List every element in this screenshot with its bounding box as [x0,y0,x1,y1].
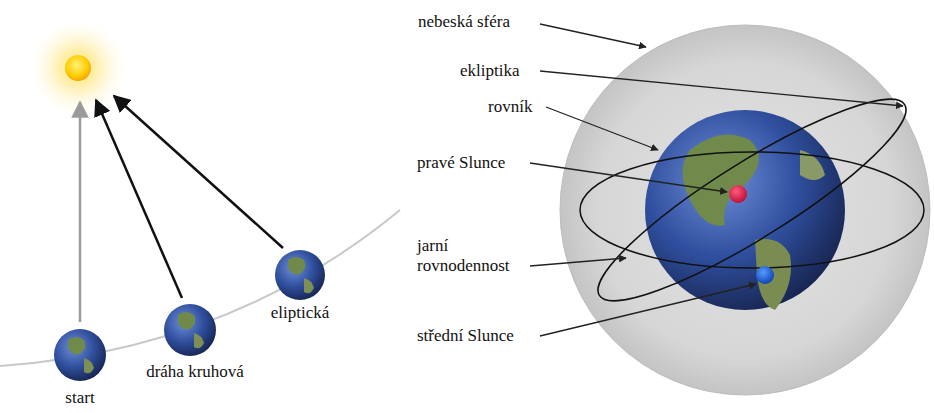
label: dráha kruhová [146,362,244,382]
continent [755,239,791,310]
label: ekliptika [460,61,519,81]
label: eliptická [271,303,330,323]
earth-globe [54,329,106,381]
earth-globe [645,110,845,310]
label: rovník [488,97,532,117]
leader-arrow [540,284,756,336]
celestial-sphere [560,25,930,395]
leader-arrow [530,163,727,192]
label: střední Slunce [417,326,514,346]
gravity-arrow [79,102,82,322]
continent [288,257,305,274]
continent [304,278,314,293]
continent [68,337,85,354]
continent [84,358,94,373]
continent [683,134,759,225]
gravity-arrow [96,100,182,298]
ecliptic-ellipse [579,72,925,327]
leader-arrow [530,258,626,266]
sun-glow [30,20,126,116]
label: start [65,388,94,408]
label: nebeská sféra [418,12,510,32]
earth-icon [54,329,106,381]
earth-icon [275,250,325,300]
leader-arrow [540,24,646,47]
continent [178,312,195,329]
label: pravé Slunce [417,153,505,173]
earth-globe [275,250,325,300]
earth-globe [164,304,216,356]
mean-sun-dot [756,266,774,284]
label: jarní rovnodennost [417,236,510,276]
leader-arrow [546,107,658,150]
sun [65,55,91,81]
leader-arrow [540,71,903,106]
gravity-arrow [114,96,283,248]
true-sun-dot [729,185,747,203]
earth-icon [164,304,216,356]
equator-ellipse [580,152,924,268]
continent [194,333,204,348]
